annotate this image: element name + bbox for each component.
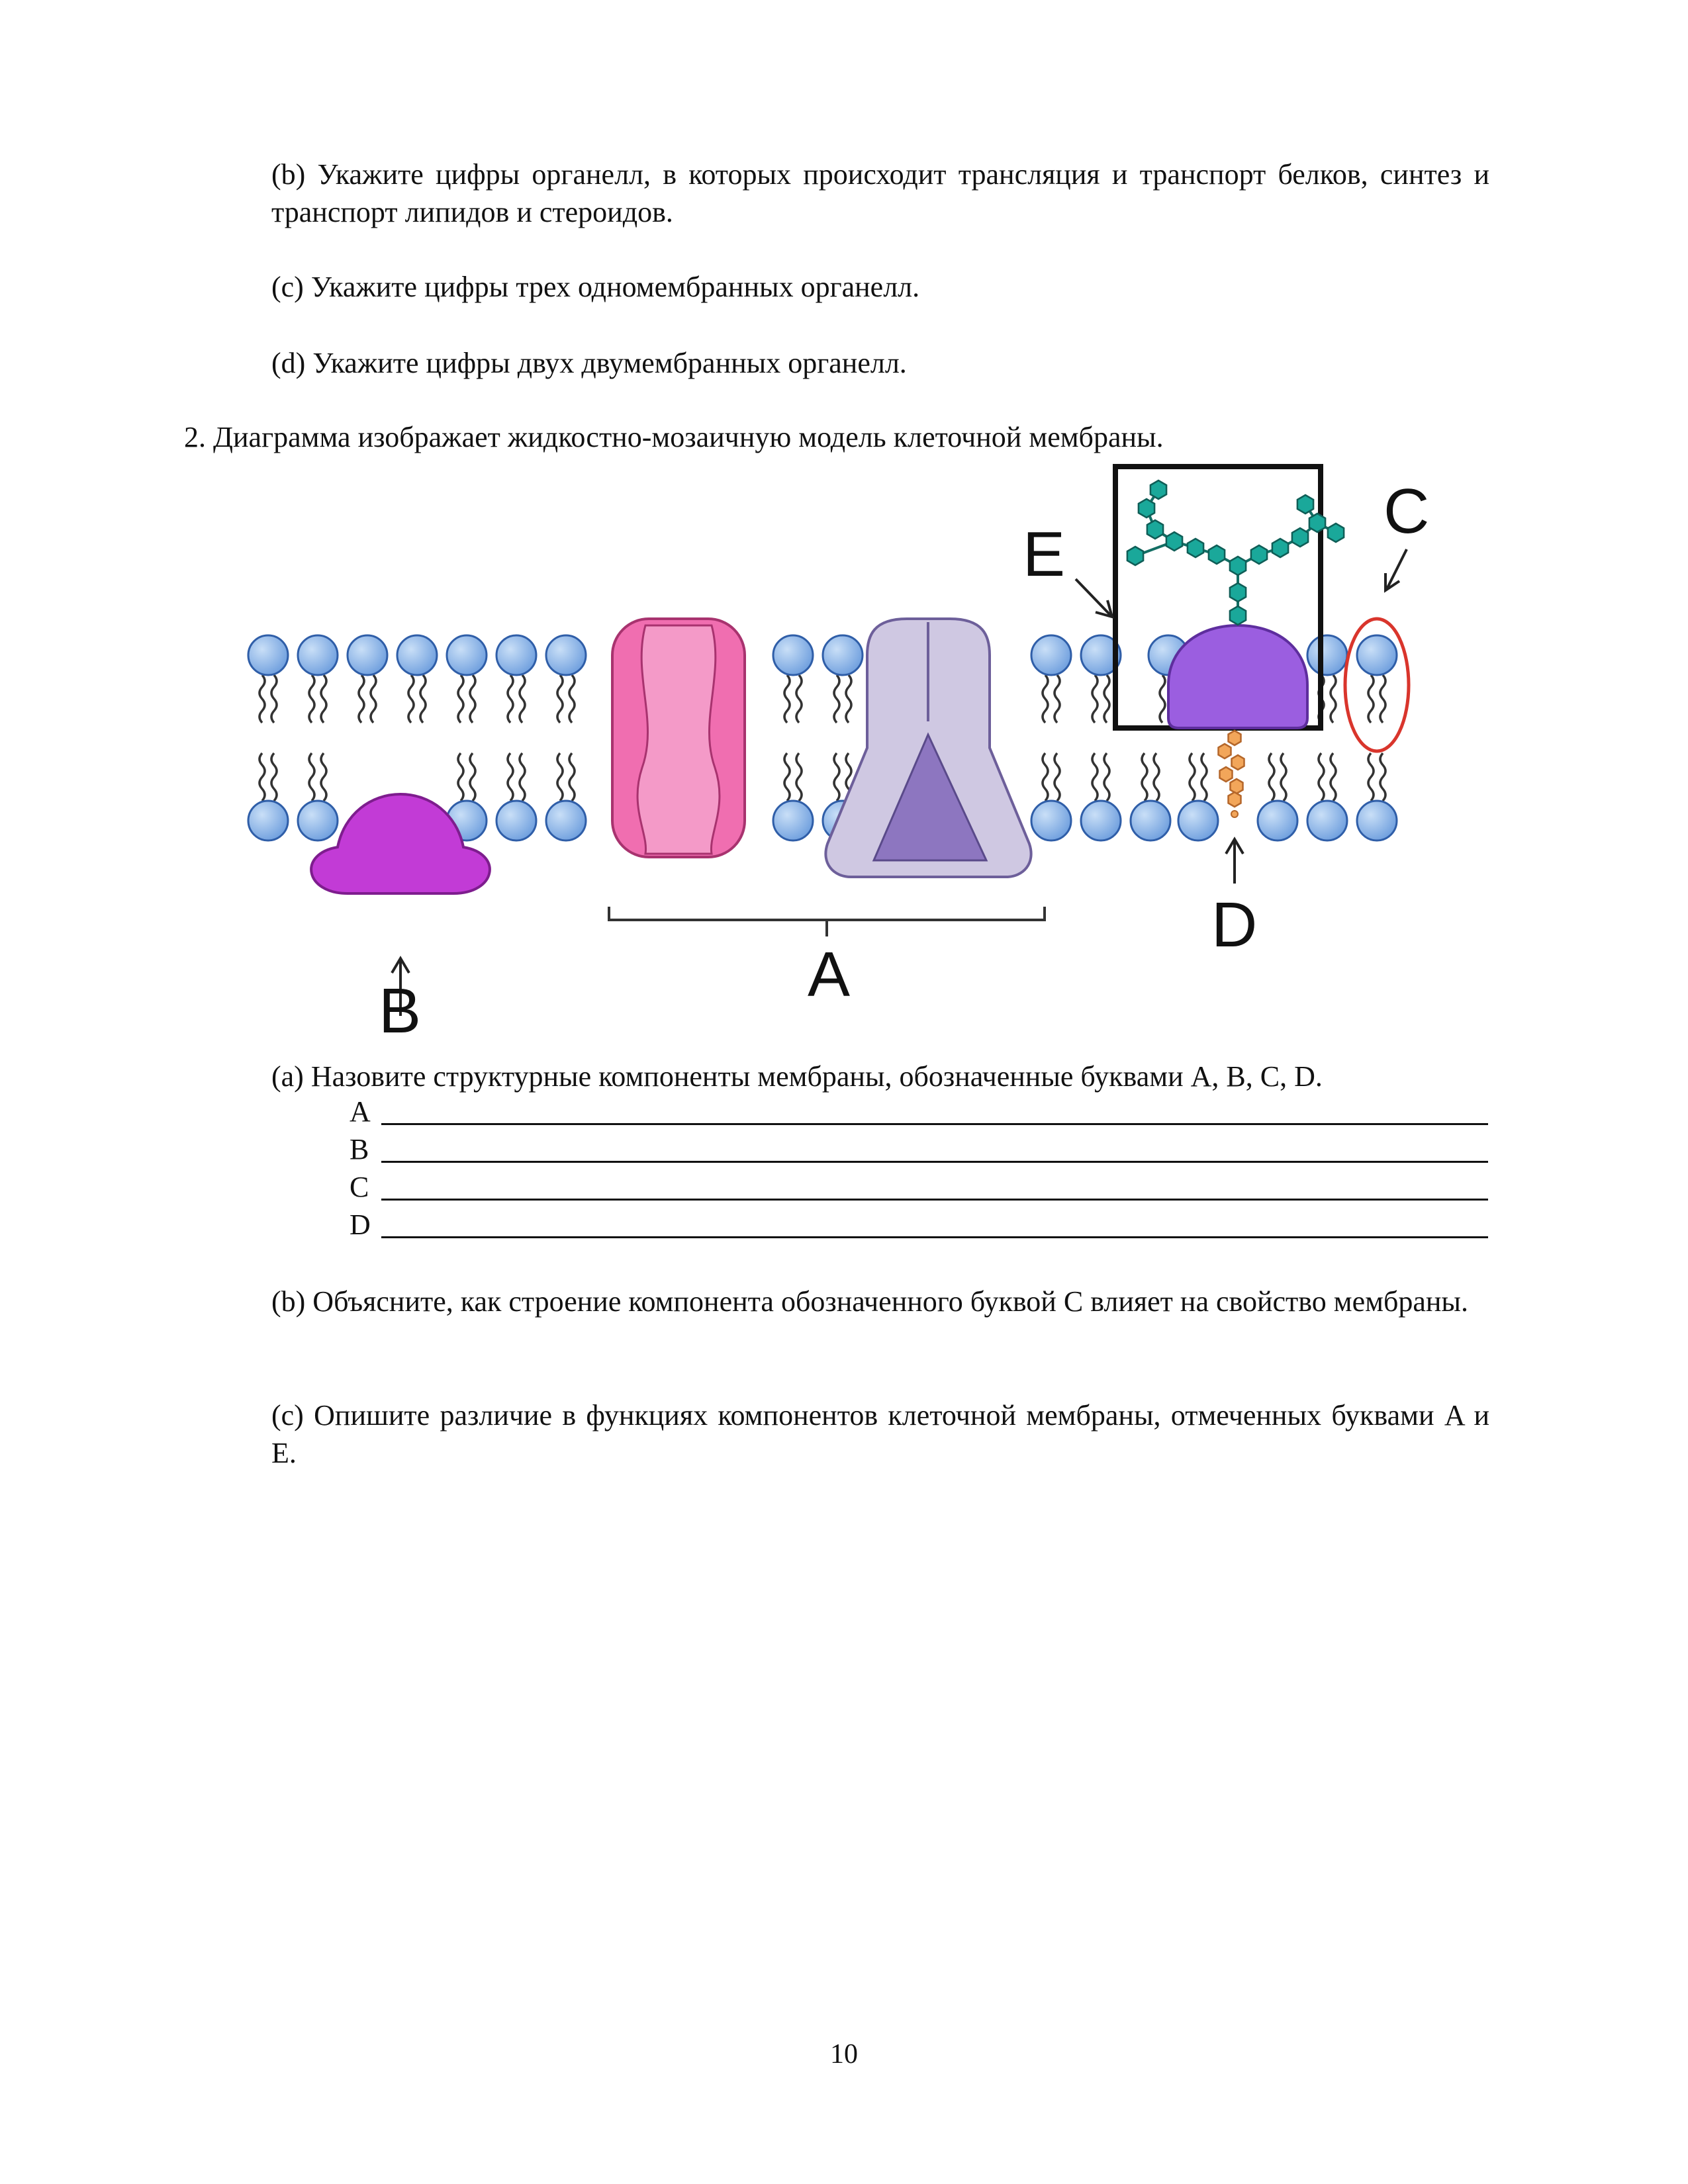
phospholipid-bilayer bbox=[247, 634, 1398, 842]
phospholipid-head bbox=[247, 634, 289, 676]
glycoprotein bbox=[1167, 623, 1309, 729]
answer-line[interactable] bbox=[381, 1097, 1488, 1125]
transport-protein bbox=[824, 617, 1033, 878]
phospholipid-head bbox=[445, 634, 488, 676]
phospholipid-highlight-c bbox=[1343, 617, 1411, 753]
cholesterol-ring bbox=[1227, 729, 1242, 747]
answer-letter: A bbox=[350, 1095, 371, 1128]
phospholipid-head bbox=[247, 799, 289, 842]
phospholipid-head bbox=[1129, 799, 1172, 842]
answer-letter: B bbox=[350, 1133, 369, 1165]
phospholipid-head bbox=[1080, 634, 1122, 676]
question-2a: (a) Назовите структурные компоненты мемб… bbox=[271, 1060, 1323, 1093]
carbohydrate-unit bbox=[1126, 545, 1145, 567]
cholesterol-ring bbox=[1217, 743, 1232, 760]
carbohydrate-unit bbox=[1291, 527, 1309, 548]
carbohydrate-unit bbox=[1296, 494, 1315, 515]
answer-letter: C bbox=[350, 1171, 369, 1203]
phospholipid-head bbox=[772, 799, 814, 842]
carbohydrate-unit bbox=[1250, 544, 1268, 565]
carbohydrate-unit bbox=[1149, 479, 1168, 500]
membrane-diagram: E C D A B bbox=[247, 464, 1429, 1046]
carbohydrate-unit bbox=[1137, 498, 1156, 519]
question-2c: (c) Опишите различие в функциях компонен… bbox=[271, 1399, 1489, 1469]
question-1d: (d) Укажите цифры двух двумембранных орг… bbox=[271, 347, 907, 379]
carbohydrate-chain bbox=[1126, 479, 1345, 626]
carbohydrate-unit bbox=[1186, 537, 1205, 559]
phospholipid-head bbox=[1356, 799, 1398, 842]
label-c: C bbox=[1383, 476, 1429, 547]
phospholipid-head bbox=[821, 634, 864, 676]
phospholipid-head bbox=[495, 634, 538, 676]
answer-row-c: C bbox=[350, 1169, 1488, 1206]
question-2b: (b) Объясните, как строение компонента о… bbox=[271, 1285, 1468, 1318]
cholesterol-ring bbox=[1231, 754, 1245, 771]
phospholipid-head bbox=[1080, 799, 1122, 842]
phospholipid-head bbox=[1256, 799, 1299, 842]
question-1c: (c) Укажите цифры трех одномембранных ор… bbox=[271, 271, 920, 303]
answer-line[interactable] bbox=[381, 1210, 1488, 1238]
phospholipid-head bbox=[545, 634, 587, 676]
bracket-a bbox=[608, 907, 1046, 936]
carbohydrate-unit bbox=[1271, 537, 1289, 559]
question-2-intro: 2. Диаграмма изображает жидкостно-мозаич… bbox=[184, 421, 1164, 453]
answer-row-d: D bbox=[350, 1206, 1488, 1244]
arrow-d bbox=[1225, 837, 1244, 884]
carbohydrate-unit bbox=[1327, 522, 1345, 543]
carbohydrate-unit bbox=[1165, 531, 1184, 552]
page-number: 10 bbox=[830, 2039, 858, 2070]
answer-row-a: A bbox=[350, 1093, 1488, 1130]
phospholipid-head bbox=[495, 799, 538, 842]
phospholipid-head bbox=[1030, 634, 1072, 676]
carbohydrate-unit bbox=[1146, 519, 1164, 540]
carbohydrate-unit bbox=[1229, 582, 1247, 603]
carbohydrate-unit bbox=[1207, 544, 1226, 565]
phospholipid-head bbox=[1306, 634, 1348, 676]
label-a: A bbox=[808, 939, 850, 1010]
phospholipid-head bbox=[1177, 799, 1219, 842]
answer-line[interactable] bbox=[381, 1172, 1488, 1201]
peripheral-protein-b bbox=[310, 792, 491, 895]
phospholipid-head bbox=[772, 634, 814, 676]
label-b: B bbox=[379, 976, 421, 1046]
cholesterol-ring bbox=[1229, 778, 1244, 795]
carbohydrate-unit bbox=[1229, 555, 1247, 576]
cholesterol-ring bbox=[1219, 766, 1233, 783]
question-1b: (b) Укажите цифры органелл, в которых пр… bbox=[271, 158, 1489, 228]
label-d: D bbox=[1211, 889, 1257, 960]
answer-letter: D bbox=[350, 1208, 371, 1241]
answer-row-b: B bbox=[350, 1131, 1488, 1168]
label-e: E bbox=[1023, 519, 1065, 590]
phospholipid-head bbox=[346, 634, 389, 676]
phospholipid-head bbox=[545, 799, 587, 842]
channel-protein bbox=[611, 617, 746, 858]
answer-line[interactable] bbox=[381, 1134, 1488, 1163]
phospholipid-head bbox=[1030, 799, 1072, 842]
carbohydrate-unit bbox=[1308, 512, 1327, 533]
arrow-e bbox=[1074, 578, 1114, 619]
phospholipid-head bbox=[297, 634, 339, 676]
carbohydrate-unit bbox=[1229, 605, 1247, 626]
phospholipid-head bbox=[297, 799, 339, 842]
arrow-b bbox=[391, 956, 410, 1016]
phospholipid-head bbox=[1356, 634, 1398, 676]
cholesterol-d bbox=[1217, 729, 1245, 818]
phospholipid-head bbox=[1306, 799, 1348, 842]
arrow-c bbox=[1384, 549, 1408, 593]
cholesterol-ring bbox=[1227, 791, 1242, 808]
phospholipid-head bbox=[396, 634, 438, 676]
